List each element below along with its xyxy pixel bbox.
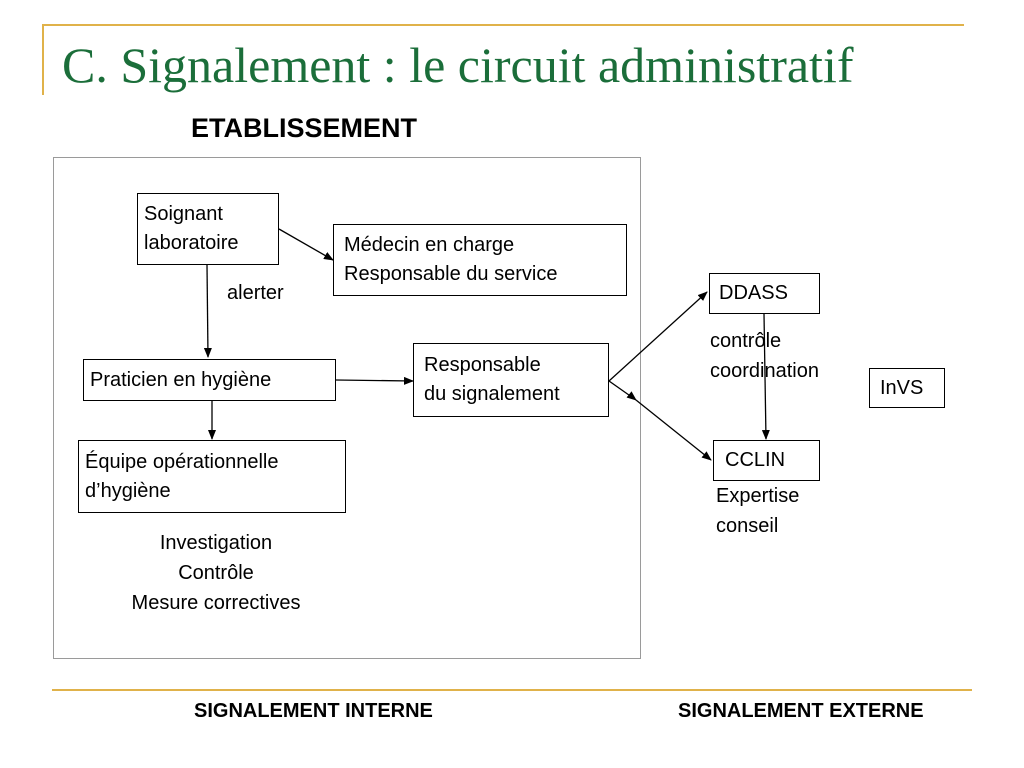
node-text-line: Responsable	[424, 354, 541, 376]
decorative-vertical-line	[42, 25, 44, 95]
role-line: contrôle	[710, 330, 782, 352]
role-line: conseil	[716, 515, 779, 537]
node-praticien-en-hygiene: Praticien en hygiène	[83, 359, 336, 401]
slide-title: C. Signalement : le circuit administrati…	[62, 37, 854, 93]
action-item: Contrôle	[178, 562, 254, 584]
node-soignant-laboratoire: Soignant laboratoire	[137, 193, 279, 265]
action-item: Investigation	[159, 532, 273, 554]
node-equipe-operationnelle: Équipe opérationnelle d’hygiène	[78, 440, 346, 513]
node-text-line: laboratoire	[144, 232, 239, 254]
section-heading: ETABLISSEMENT	[191, 113, 418, 143]
action-item: Mesure correctives	[131, 592, 301, 614]
node-responsable-du-signalement: Responsable du signalement	[413, 343, 609, 417]
arrow-ddass-cclin	[759, 304, 770, 440]
label-cclin-role: Expertise conseil	[716, 481, 799, 541]
node-text-line: Équipe opérationnelle	[85, 451, 279, 473]
node-cclin: CCLIN	[713, 440, 820, 481]
arrow-soignant-to-praticien	[203, 264, 212, 358]
arrow-praticien-to-responsable	[335, 376, 414, 385]
decorative-top-line	[42, 24, 964, 26]
footer-signalement-interne: SIGNALEMENT INTERNE	[194, 700, 433, 722]
node-medecin-en-charge: Médecin en charge Responsable du service	[333, 224, 627, 296]
arrow-responsable-to-ddass	[608, 291, 708, 382]
node-text-line: du signalement	[424, 383, 560, 405]
node-ddass: DDASS	[709, 273, 820, 314]
node-text-line: CCLIN	[725, 449, 786, 471]
node-invs: InVS	[869, 368, 945, 408]
arrow-responsable-cclin	[626, 391, 712, 461]
footer-signalement-externe: SIGNALEMENT EXTERNE	[678, 700, 924, 722]
node-text-line: Responsable du service	[344, 263, 558, 285]
role-line: Expertise	[716, 485, 800, 507]
node-text-line: Soignant	[144, 203, 223, 225]
label-ddass-role: contrôle coordination	[710, 326, 819, 386]
footer-divider	[52, 689, 972, 691]
arrow-soignant-to-medecin	[278, 228, 334, 261]
node-text-line: d’hygiène	[85, 480, 171, 502]
node-text-line: Praticien en hygiène	[90, 369, 272, 391]
label-actions: Investigation Contrôle Mesure corrective…	[106, 528, 326, 618]
label-alerter: alerter	[227, 282, 284, 304]
role-line: coordination	[710, 360, 819, 382]
node-text-line: DDASS	[719, 282, 788, 304]
node-text-line: InVS	[880, 377, 924, 399]
node-text-line: Médecin en charge	[344, 234, 515, 256]
line-responsable-junction	[608, 380, 637, 401]
